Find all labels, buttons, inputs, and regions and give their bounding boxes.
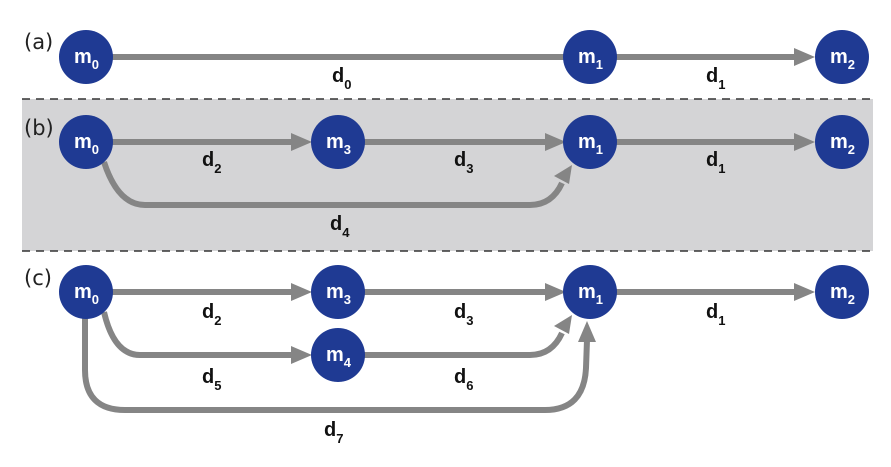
svg-text:m2: m2 <box>830 46 855 72</box>
panel-label-c: (c) <box>24 266 52 290</box>
arrowhead-c-m4-m1 <box>554 315 572 334</box>
node-c-m3: m3 <box>311 265 365 319</box>
edge-label-c-d2: d2 <box>202 301 221 328</box>
edge-label-c-d1: d1 <box>706 301 725 328</box>
svg-text:m0: m0 <box>74 46 99 72</box>
node-b-m2: m2 <box>815 115 869 169</box>
edge-label-a-d0: d0 <box>332 65 351 92</box>
edge-label-b-d1: d1 <box>706 149 725 176</box>
arrowhead-b-m0-m1-bypass <box>554 165 572 184</box>
arrowhead-b-m3-m1 <box>545 133 566 151</box>
svg-text:m0: m0 <box>74 281 99 307</box>
edge-c-m4-m1 <box>362 331 565 358</box>
panel-b-background <box>22 99 873 251</box>
edge-label-b-d3: d3 <box>454 149 473 176</box>
panel-c: m0 m3 m1 m2 m4 d2 d3 d1 d5 d6 d7 <box>59 265 869 446</box>
node-c-m1: m1 <box>563 265 617 319</box>
arrowhead-b-m0-m3 <box>291 133 312 151</box>
node-a-m0: m0 <box>59 30 113 84</box>
svg-text:m3: m3 <box>326 131 351 157</box>
arrowhead-c-m0-m1-bypass <box>578 321 596 342</box>
edge-c-m0-m4 <box>101 311 292 358</box>
arrowhead-b-m1-m2 <box>794 133 815 151</box>
edge-label-b-d4: d4 <box>330 213 350 240</box>
node-a-m1: m1 <box>563 30 617 84</box>
arrowhead-c-m3-m1 <box>545 283 566 301</box>
svg-text:m2: m2 <box>830 131 855 157</box>
edge-c-m0-m1-bypass <box>82 318 590 413</box>
node-c-m0: m0 <box>59 265 113 319</box>
node-c-m2: m2 <box>815 265 869 319</box>
edge-label-c-d7: d7 <box>324 419 343 446</box>
svg-text:m1: m1 <box>578 46 603 72</box>
node-c-m4: m4 <box>311 328 365 382</box>
edge-label-c-d5: d5 <box>202 366 221 393</box>
svg-text:m4: m4 <box>326 344 352 370</box>
node-b-m0: m0 <box>59 115 113 169</box>
edge-b-m0-m1-bypass <box>101 161 565 208</box>
panel-a: m0 m1 m2 d0 d1 <box>59 30 869 92</box>
edge-label-c-d3: d3 <box>454 301 473 328</box>
svg-text:m2: m2 <box>830 281 855 307</box>
panel-b: m0 m3 m1 m2 d2 d3 d1 d4 <box>59 115 869 240</box>
edge-label-c-d6: d6 <box>454 366 473 393</box>
svg-text:m1: m1 <box>578 131 603 157</box>
arrowhead-c-m1-m2 <box>794 283 815 301</box>
arrowhead-c-m0-m3 <box>291 283 312 301</box>
svg-text:m3: m3 <box>326 281 351 307</box>
edge-label-a-d1: d1 <box>706 65 725 92</box>
panel-label-b: (b) <box>24 116 54 140</box>
node-a-m2: m2 <box>815 30 869 84</box>
svg-text:m0: m0 <box>74 131 99 157</box>
arrowhead-c-m0-m4 <box>291 346 312 364</box>
node-b-m1: m1 <box>563 115 617 169</box>
arrowhead-a-m1-m2 <box>794 48 815 66</box>
node-b-m3: m3 <box>311 115 365 169</box>
edge-label-b-d2: d2 <box>202 149 221 176</box>
svg-text:m1: m1 <box>578 281 603 307</box>
panel-label-a: (a) <box>24 30 53 54</box>
